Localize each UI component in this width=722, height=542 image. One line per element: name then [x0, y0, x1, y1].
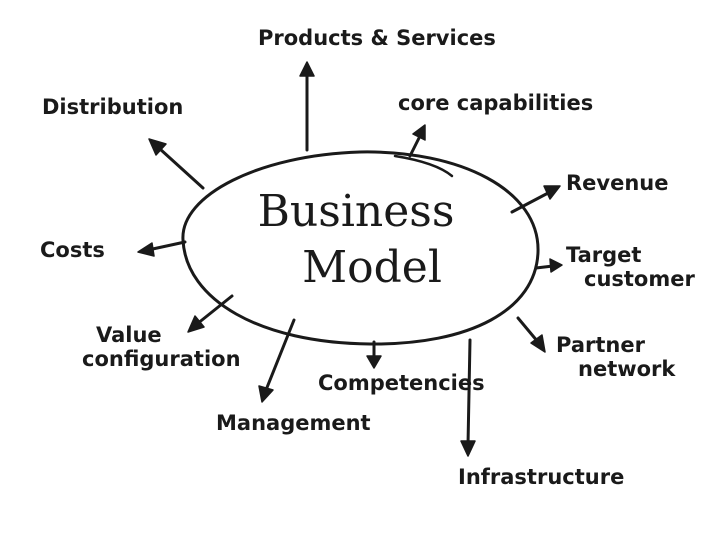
arrow-management [258, 318, 296, 403]
node-management: Management [216, 411, 371, 435]
node-distribution: Distribution [42, 95, 183, 119]
arrow-value-configuration [187, 294, 234, 333]
arrow-products-services [299, 61, 315, 152]
arrow-costs [137, 240, 187, 257]
node-target-customer-line2: customer [584, 267, 695, 291]
node-costs: Costs [40, 238, 105, 262]
arrow-revenue [510, 185, 561, 214]
arrow-competencies [366, 340, 382, 369]
node-value-configuration-line1: Value [96, 323, 162, 347]
node-partner-network-line2: network [578, 357, 676, 381]
center-label-line2: Model [302, 242, 442, 293]
arrow-partner-network [516, 316, 546, 353]
node-infrastructure: Infrastructure [458, 465, 624, 489]
node-revenue: Revenue [566, 171, 669, 195]
arrow-target-customer [534, 258, 563, 273]
ellipse-overlap-stroke [393, 154, 454, 178]
node-competencies: Competencies [318, 371, 485, 395]
center-ellipse [181, 150, 540, 346]
node-target-customer-line1: Target [566, 243, 641, 267]
node-value-configuration-line2: configuration [82, 347, 241, 371]
node-core-capabilities: core capabilities [398, 91, 593, 115]
center-label-line1: Business [258, 186, 455, 237]
node-partner-network-line1: Partner [556, 333, 646, 357]
arrow-infrastructure [460, 338, 476, 457]
node-products-services: Products & Services [258, 26, 496, 50]
arrow-core-capabilities [408, 124, 426, 158]
arrow-distribution [148, 138, 205, 190]
